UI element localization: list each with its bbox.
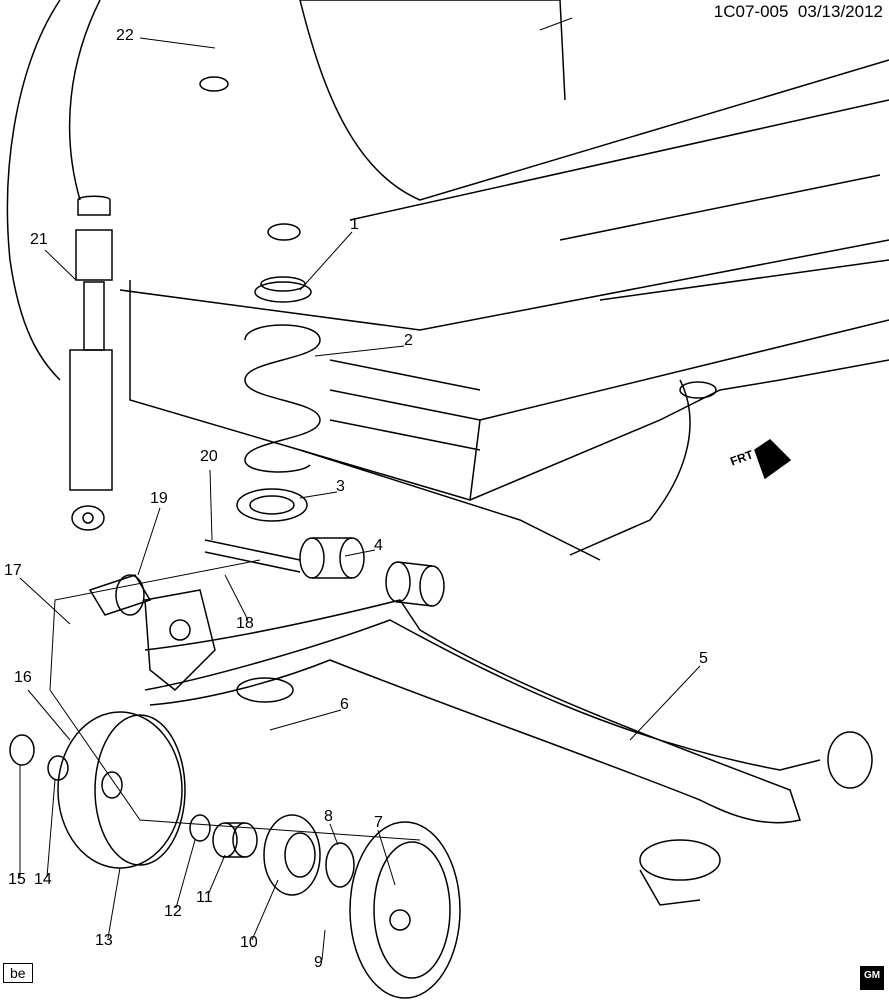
hub-nut (47, 755, 69, 781)
callout-14: 14 (34, 871, 52, 888)
rear-axle-beam (144, 589, 873, 906)
callout-6: 6 (340, 696, 349, 713)
callout-1: 1 (350, 216, 359, 233)
leader-lines (19, 17, 701, 961)
callout-22: 22 (116, 27, 134, 44)
coil-spring (236, 276, 321, 522)
callout-5: 5 (699, 650, 708, 667)
callout-15: 15 (8, 871, 26, 888)
footer-badge: be (3, 963, 33, 983)
callout-10: 10 (240, 934, 258, 951)
callout-4: 4 (374, 537, 383, 554)
callout-17: 17 (4, 562, 22, 579)
callout-20: 20 (200, 448, 218, 465)
bearing (212, 822, 258, 858)
callout-8: 8 (324, 808, 333, 825)
callout-19: 19 (150, 490, 168, 507)
bushings (299, 537, 445, 607)
callout-12: 12 (164, 903, 182, 920)
bolt-20 (204, 539, 301, 573)
brake-drum (57, 711, 186, 869)
shock-absorber (69, 195, 113, 531)
brake-backing-plate (349, 821, 461, 999)
vehicle-body (6, 0, 889, 561)
diagram-code: 1C07-005 (713, 2, 789, 21)
spindle-assembly (88, 574, 152, 616)
callout-21: 21 (30, 231, 48, 248)
callout-9: 9 (314, 954, 323, 971)
snap-ring (189, 814, 211, 842)
callout-11: 11 (196, 889, 213, 906)
callout-2: 2 (404, 332, 413, 349)
diagram-date: 03/13/2012 (797, 2, 883, 21)
diagram-header: 1C07-005 03/13/2012 (714, 2, 883, 22)
callout-16: 16 (14, 669, 32, 686)
callout-7: 7 (374, 814, 383, 831)
gm-logo: GM (860, 966, 884, 990)
callout-13: 13 (95, 932, 113, 949)
callout-18: 18 (236, 615, 254, 632)
front-arrow-icon (754, 439, 792, 480)
abs-tone-ring (325, 842, 355, 888)
callout-3: 3 (336, 478, 345, 495)
dust-cap (9, 734, 35, 766)
hub-flange (263, 814, 321, 896)
